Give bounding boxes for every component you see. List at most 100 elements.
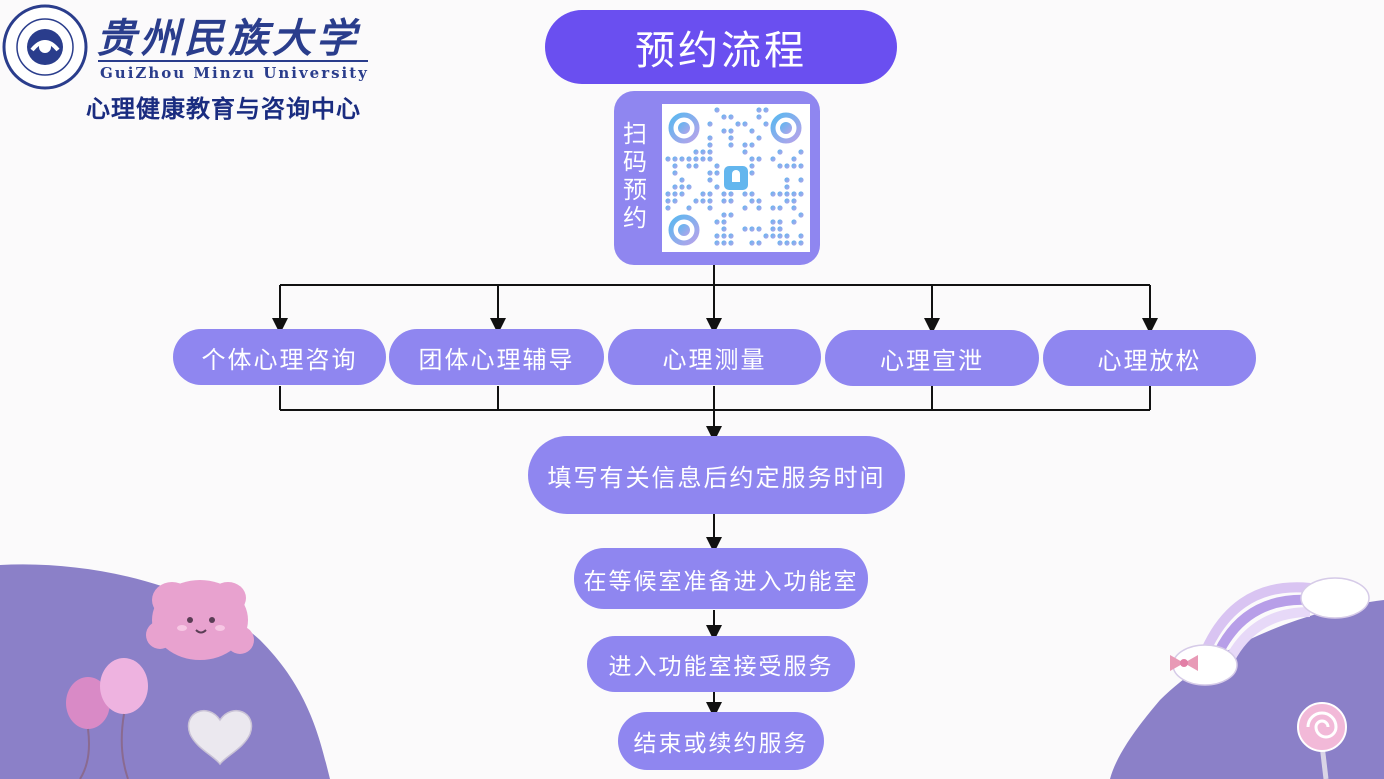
qr-dot <box>749 191 755 197</box>
qr-dot <box>798 163 804 169</box>
university-name-cn: 贵州民族大学 <box>96 15 360 62</box>
qr-dot <box>721 233 727 239</box>
qr-dot <box>798 177 804 183</box>
qr-dot <box>707 198 713 204</box>
qr-dot <box>777 233 783 239</box>
qr-dot <box>798 191 804 197</box>
qr-dot <box>749 226 755 232</box>
step-waiting-room[interactable]: 在等候室准备进入功能室 <box>574 548 868 609</box>
step-end-or-renew[interactable]: 结束或续约服务 <box>618 712 824 770</box>
qr-dot <box>665 205 671 211</box>
qr-dot <box>756 156 762 162</box>
qr-dot <box>791 198 797 204</box>
qr-dot <box>672 156 678 162</box>
qr-dot <box>707 177 713 183</box>
qr-dot <box>728 191 734 197</box>
logo-underline <box>98 60 368 62</box>
qr-dot <box>749 142 755 148</box>
qr-dot <box>707 142 713 148</box>
qr-dot <box>798 240 804 246</box>
qr-dot <box>679 156 685 162</box>
qr-dot <box>777 191 783 197</box>
qr-dot <box>721 198 727 204</box>
qr-dot <box>742 226 748 232</box>
step-receive-service[interactable]: 进入功能室接受服务 <box>587 636 855 692</box>
qr-dot <box>756 205 762 211</box>
qr-dot <box>721 226 727 232</box>
qr-dot <box>749 170 755 176</box>
qr-dot <box>791 205 797 211</box>
qr-dot <box>742 191 748 197</box>
university-seal-icon <box>2 4 88 90</box>
qr-dot <box>707 191 713 197</box>
qr-dot <box>679 191 685 197</box>
qr-code-icon <box>665 107 804 246</box>
qr-dot <box>728 114 734 120</box>
qr-dot <box>770 205 776 211</box>
qr-dot <box>693 149 699 155</box>
qr-dot <box>714 170 720 176</box>
qr-dot <box>798 149 804 155</box>
qr-dot <box>721 191 727 197</box>
balloons-icon <box>66 658 148 779</box>
qr-dot <box>791 240 797 246</box>
qr-dot <box>672 198 678 204</box>
qr-dot <box>672 170 678 176</box>
qr-dot <box>728 240 734 246</box>
qr-dot <box>770 233 776 239</box>
qr-dot <box>693 198 699 204</box>
qr-dot <box>791 163 797 169</box>
qr-dot <box>714 233 720 239</box>
qr-dot <box>777 240 783 246</box>
qr-dot <box>707 156 713 162</box>
service-group-guidance[interactable]: 团体心理辅导 <box>389 329 604 385</box>
qr-dot <box>742 149 748 155</box>
page-title: 预约流程 <box>545 10 897 84</box>
qr-dot <box>756 107 762 113</box>
qr-dot <box>665 156 671 162</box>
rainbow-icon <box>1170 577 1370 686</box>
service-individual-counseling[interactable]: 个体心理咨询 <box>173 329 386 385</box>
qr-dot <box>791 191 797 197</box>
qr-dot <box>728 142 734 148</box>
qr-dot <box>777 219 783 225</box>
step-fill-info[interactable]: 填写有关信息后约定服务时间 <box>528 436 905 514</box>
qr-dot <box>749 156 755 162</box>
qr-dot <box>763 121 769 127</box>
qr-dot <box>686 156 692 162</box>
qr-dot <box>742 142 748 148</box>
qr-dot <box>784 233 790 239</box>
qr-dot <box>707 205 713 211</box>
qr-dot <box>791 219 797 225</box>
qr-dot <box>672 163 678 169</box>
qr-dot <box>679 177 685 183</box>
qr-dot <box>714 184 720 190</box>
qr-dot <box>714 240 720 246</box>
qr-label-char: 预 <box>623 176 647 204</box>
qr-dot <box>707 170 713 176</box>
service-catharsis[interactable]: 心理宣泄 <box>825 330 1039 386</box>
qr-dot <box>784 184 790 190</box>
qr-dot <box>686 163 692 169</box>
qr-dot <box>686 184 692 190</box>
qr-dot <box>672 191 678 197</box>
qr-dot <box>798 233 804 239</box>
qr-dot <box>728 198 734 204</box>
qr-dot <box>707 149 713 155</box>
center-name: 心理健康教育与咨询中心 <box>86 95 361 123</box>
qr-dot <box>784 191 790 197</box>
qr-dot <box>756 135 762 141</box>
qr-dot <box>721 128 727 134</box>
qr-code[interactable] <box>662 104 810 252</box>
service-relaxation[interactable]: 心理放松 <box>1043 330 1256 386</box>
qr-dot <box>700 149 706 155</box>
qr-dot <box>784 198 790 204</box>
qr-dot <box>665 191 671 197</box>
qr-dot <box>777 205 783 211</box>
qr-dot <box>693 156 699 162</box>
qr-dot <box>756 198 762 204</box>
qr-dot <box>770 156 776 162</box>
qr-dot <box>763 233 769 239</box>
service-psych-measurement[interactable]: 心理测量 <box>608 329 821 385</box>
qr-dot <box>742 205 748 211</box>
